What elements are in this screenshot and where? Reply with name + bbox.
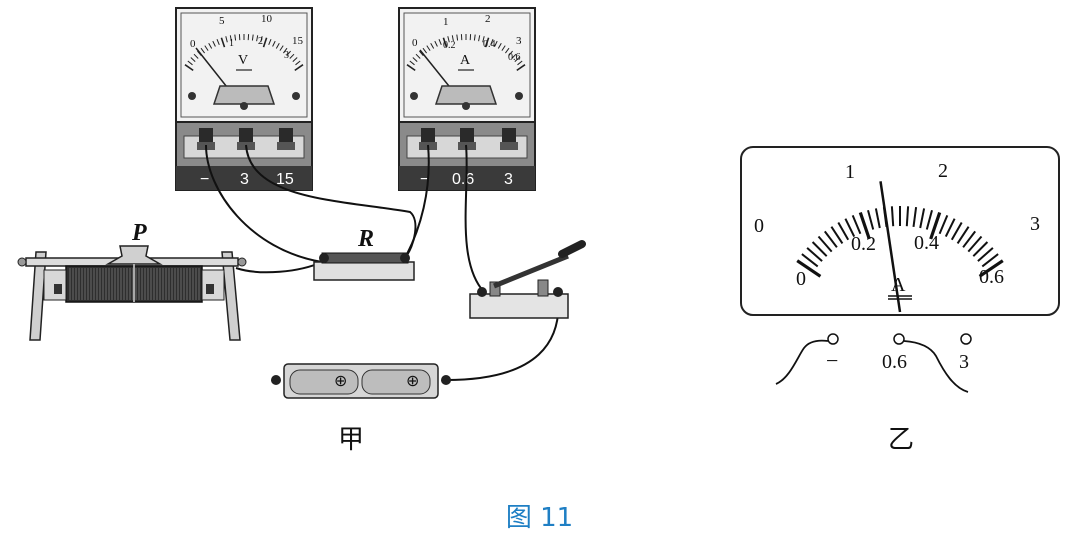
ammeter-zoom-wire: [775, 339, 829, 385]
ammeter-zoom-wire: [903, 340, 969, 393]
ammeter-unit-symbol: A: [460, 53, 471, 68]
voltmeter-scale: [184, 34, 304, 72]
rheostat-slider: [105, 245, 163, 265]
ammeter-terminal: [500, 128, 518, 150]
voltmeter-terminal: [277, 128, 295, 150]
switch-knife-blade: [493, 253, 569, 289]
voltmeter-scale-label: 10: [261, 13, 273, 25]
switch-handle: [558, 240, 586, 258]
ammeter-zoom-terminal-label: −: [826, 348, 838, 373]
ammeter-scale-label: 3: [516, 35, 522, 47]
ammeter-zoom-scale-label: 2: [938, 160, 948, 182]
ammeter-zero-adjuster: [434, 85, 498, 105]
battery-polarity-symbol: ⊕: [334, 371, 347, 390]
figure-caption: 图 11: [505, 503, 574, 533]
ammeter-zoom-scale-label: 0.2: [851, 233, 876, 255]
voltmeter-terminal-label: 15: [276, 171, 294, 188]
resistor-terminal: [319, 253, 329, 263]
voltmeter-scale-label: 3: [284, 50, 289, 61]
ammeter-terminal-label: −: [420, 171, 429, 188]
ammeter-scale-label: 2: [485, 13, 491, 25]
ammeter-zoom-scale-label: 1: [845, 161, 855, 183]
resistor: R: [313, 226, 415, 281]
voltmeter-scale-label: 0: [190, 38, 196, 50]
rheostat-terminal: [54, 284, 62, 294]
voltmeter-unit-symbol: V: [238, 53, 248, 68]
ammeter-zoom-terminal-label: 0.6: [882, 351, 907, 373]
battery-terminal: [441, 375, 451, 385]
ammeter-zoom-scale: [796, 206, 1004, 278]
ammeter-screw: [410, 92, 418, 100]
ammeter-zoom-terminal: [827, 333, 839, 345]
figure-label-yi: 乙: [888, 425, 914, 455]
ammeter-zoom-scale-label: 0.4: [914, 232, 939, 254]
rheostat-slider-label: P: [131, 220, 147, 246]
rheostat-terminal: [206, 284, 214, 294]
switch-terminal: [553, 287, 563, 297]
battery-terminal: [271, 375, 281, 385]
ammeter-scale-label: 1: [443, 16, 449, 28]
ammeter-zoom-pointer: [879, 181, 902, 313]
battery-pack: ⊕ ⊕: [271, 363, 451, 399]
ammeter-scale-label: 0.4: [483, 39, 496, 50]
voltmeter-terminal-label: −: [200, 171, 209, 188]
ammeter-scale-label: 0.2: [443, 40, 456, 51]
ammeter-zoom-scale-label: 0: [796, 268, 806, 290]
ammeter-zoom-terminal: [893, 333, 905, 345]
ammeter-zoom-unit-symbol: A: [891, 274, 906, 296]
ammeter-terminal-label: 3: [504, 171, 513, 188]
ammeter-zoom-terminals: − 0.6 3: [775, 333, 972, 393]
ammeter-zoom-terminal: [960, 333, 972, 345]
ammeter-zoom-scale-label: 3: [1030, 213, 1040, 235]
switch: [469, 240, 586, 319]
ammeter-scale-label: 0.6: [508, 52, 521, 63]
voltmeter-scale-label: 5: [219, 15, 225, 27]
ammeter-terminal-label: 0.6: [452, 171, 474, 188]
battery-polarity-symbol: ⊕: [406, 371, 419, 390]
resistor-terminal: [400, 253, 410, 263]
ammeter-screw: [515, 92, 523, 100]
voltmeter-zero-adjuster: [212, 85, 276, 105]
ammeter-scale: [406, 34, 526, 72]
voltmeter-scale-label: 1: [229, 38, 234, 49]
ammeter-zoom-scale-label: 0: [754, 215, 764, 237]
ammeter-scale-label: 0: [412, 37, 418, 49]
voltmeter-scale-label: 15: [292, 35, 304, 47]
rheostat: P: [17, 220, 247, 341]
ammeter-zoom: 0 1 2 3 0 0.2 0.4 0.6 A: [740, 146, 1060, 316]
figure-label-jia: 甲: [338, 425, 364, 455]
voltmeter-screw: [292, 92, 300, 100]
voltmeter-scale-label: 2: [258, 36, 263, 47]
resistor-label: R: [357, 226, 374, 252]
voltmeter-terminal-label: 3: [240, 171, 249, 188]
switch-terminal: [477, 287, 487, 297]
ammeter-zoom-terminal-label: 3: [959, 351, 969, 373]
voltmeter: 0 5 10 15 1 2 3 V − 3 15: [175, 7, 313, 191]
ammeter-zoom-scale-label: 0.6: [979, 266, 1004, 288]
ammeter-zoom-panel: [740, 146, 1060, 316]
voltmeter-screw: [188, 92, 196, 100]
